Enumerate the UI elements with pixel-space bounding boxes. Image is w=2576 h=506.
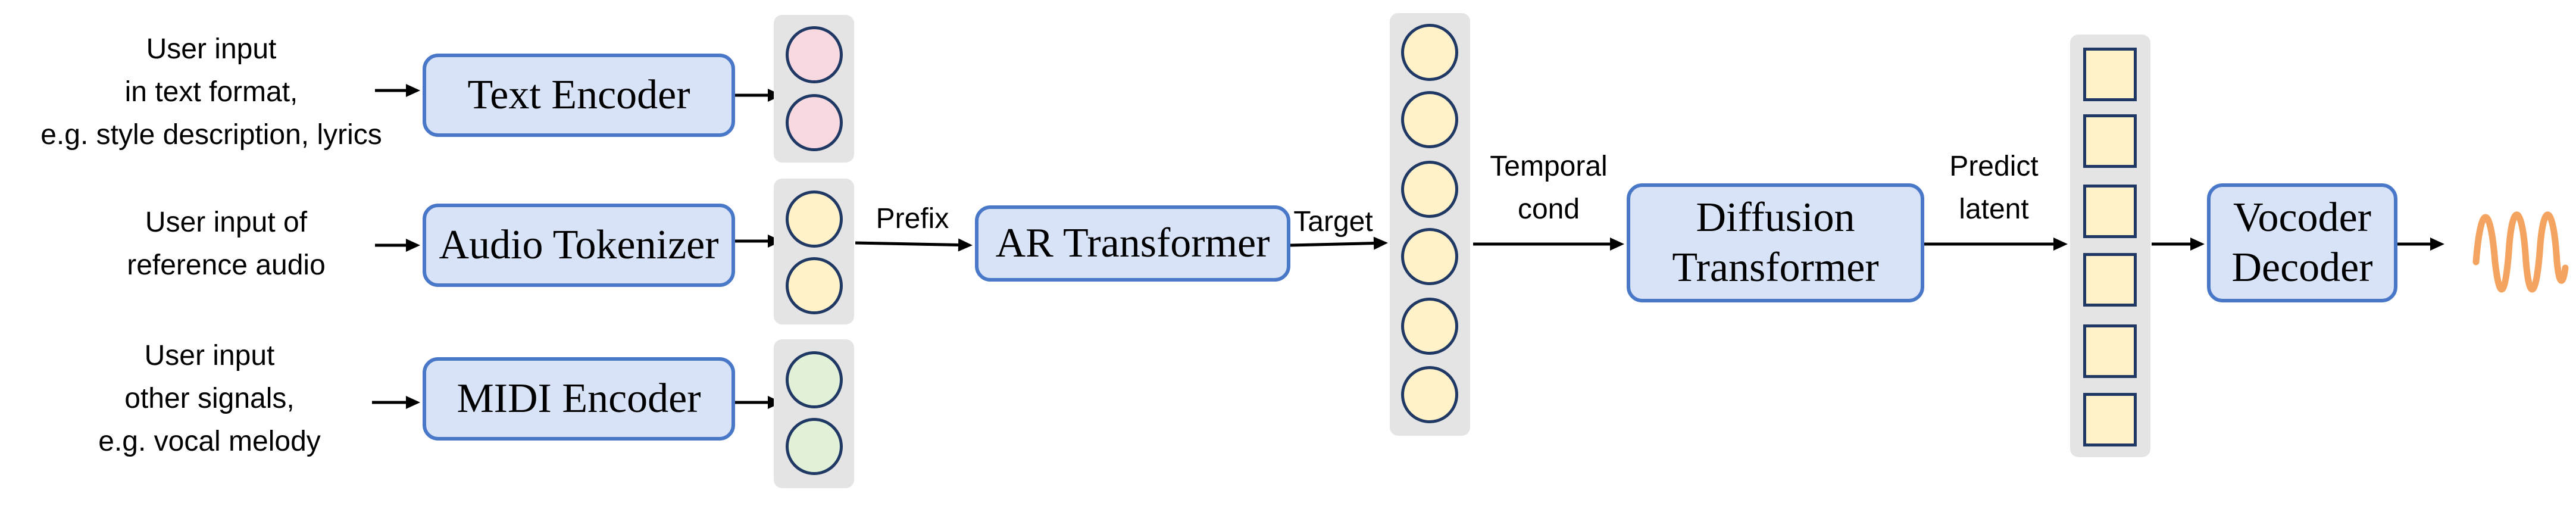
vocoder-out-arrow	[2397, 238, 2444, 251]
latent-token	[2083, 114, 2137, 168]
text-token	[786, 94, 843, 151]
diffusion-transformer-box: Diffusion Transformer	[1627, 183, 1924, 302]
audio-token	[786, 190, 843, 248]
predict-latent-label: Predict latent	[1949, 151, 2039, 225]
text-input-arrow	[375, 84, 420, 97]
prefix-arrow	[855, 238, 973, 252]
midi-input-arrow	[372, 396, 420, 409]
audio-input-arrow	[375, 239, 420, 252]
audio-tokenizer-box: Audio Tokenizer	[423, 204, 735, 287]
latent-token	[2083, 393, 2137, 446]
prefix-label: Prefix	[876, 203, 949, 235]
ar-output-token	[1401, 366, 1458, 423]
ar-output-token	[1401, 228, 1458, 285]
predict-latent-arrow	[1924, 238, 2068, 251]
audio-token	[786, 257, 843, 314]
temporal-cond-label: Temporal cond	[1490, 151, 1608, 225]
text-token	[786, 26, 843, 83]
text-input-label: User input in text format, e.g. style de…	[40, 33, 382, 151]
ar-output-token	[1401, 91, 1458, 148]
target-arrow	[1290, 236, 1388, 250]
latent-token	[2083, 324, 2137, 378]
text-encoder-box: Text Encoder	[423, 54, 735, 137]
ar-output-token	[1401, 161, 1458, 218]
latent-panel	[2070, 35, 2150, 457]
latent-token	[2083, 253, 2137, 307]
ar-output-token	[1401, 298, 1458, 355]
midi-token	[786, 351, 843, 408]
ar-output-panel	[1390, 13, 1470, 436]
vocoder-decoder-box: Vocoder Decoder	[2207, 183, 2397, 302]
midi-encoder-box: MIDI Encoder	[423, 357, 735, 441]
midi-input-label: User input other signals, e.g. vocal mel…	[98, 340, 321, 457]
temporal-cond-arrow	[1473, 238, 1624, 251]
latent-token	[2083, 48, 2137, 101]
audio-input-label: User input of reference audio	[127, 207, 326, 281]
latent-to-vocoder-arrow	[2152, 238, 2205, 251]
ar-transformer-box: AR Transformer	[975, 205, 1290, 282]
midi-token	[786, 418, 843, 475]
latent-token	[2083, 185, 2137, 238]
ar-output-token	[1401, 24, 1458, 81]
target-label: Target	[1293, 206, 1373, 238]
